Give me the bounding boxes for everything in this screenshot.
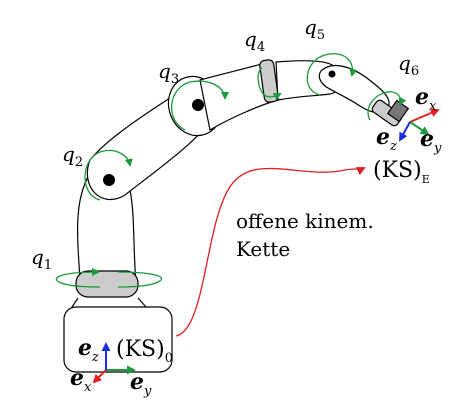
end-axis-y — [409, 121, 430, 136]
joint-2-pivot — [103, 174, 115, 186]
label-end-frame: (KS)E — [373, 158, 430, 186]
label-base-frame: (KS)0 — [116, 337, 173, 366]
label-q2: q2 — [62, 142, 83, 170]
label-q3: q3 — [158, 59, 179, 87]
label-base-ez: ez — [78, 335, 99, 365]
rotation-arrow-q1 — [55, 268, 101, 288]
robot-base — [63, 306, 173, 373]
rotation-arrow-q3 — [170, 80, 229, 131]
rotation-arrow-q1-back — [117, 271, 163, 288]
joint-1 — [75, 270, 139, 298]
joint-5-pivot — [328, 70, 336, 78]
annotation-curve — [175, 167, 366, 337]
annotation-line-2: Kette — [236, 237, 290, 261]
label-q5: q5 — [304, 15, 325, 43]
label-q1: q1 — [31, 245, 52, 273]
joint-4 — [259, 59, 279, 103]
label-end-ey: ey — [420, 126, 442, 156]
rotation-arrow-q5 — [306, 53, 358, 96]
label-base-ex: ex — [70, 365, 92, 395]
annotation-line-1: offene kinem. — [236, 209, 374, 233]
label-end-ez: ez — [376, 124, 397, 154]
base-pedestal — [71, 297, 147, 308]
label-end-ex: ex — [415, 84, 437, 114]
rotation-arrow-q4 — [257, 67, 282, 101]
rotation-arrow-q2 — [84, 149, 133, 201]
end-frame-axes — [399, 108, 440, 142]
rotation-arrow-q6 — [367, 91, 407, 121]
rotation-arrows — [55, 53, 407, 288]
base-axis-x — [92, 369, 107, 384]
joint-3-pivot — [192, 99, 204, 111]
label-q6: q6 — [398, 51, 419, 79]
base-frame-axes — [92, 342, 136, 384]
end-axis-z — [399, 121, 411, 142]
label-q4: q4 — [244, 27, 265, 55]
end-axis-x — [409, 108, 440, 123]
label-base-ey: ey — [130, 369, 152, 399]
